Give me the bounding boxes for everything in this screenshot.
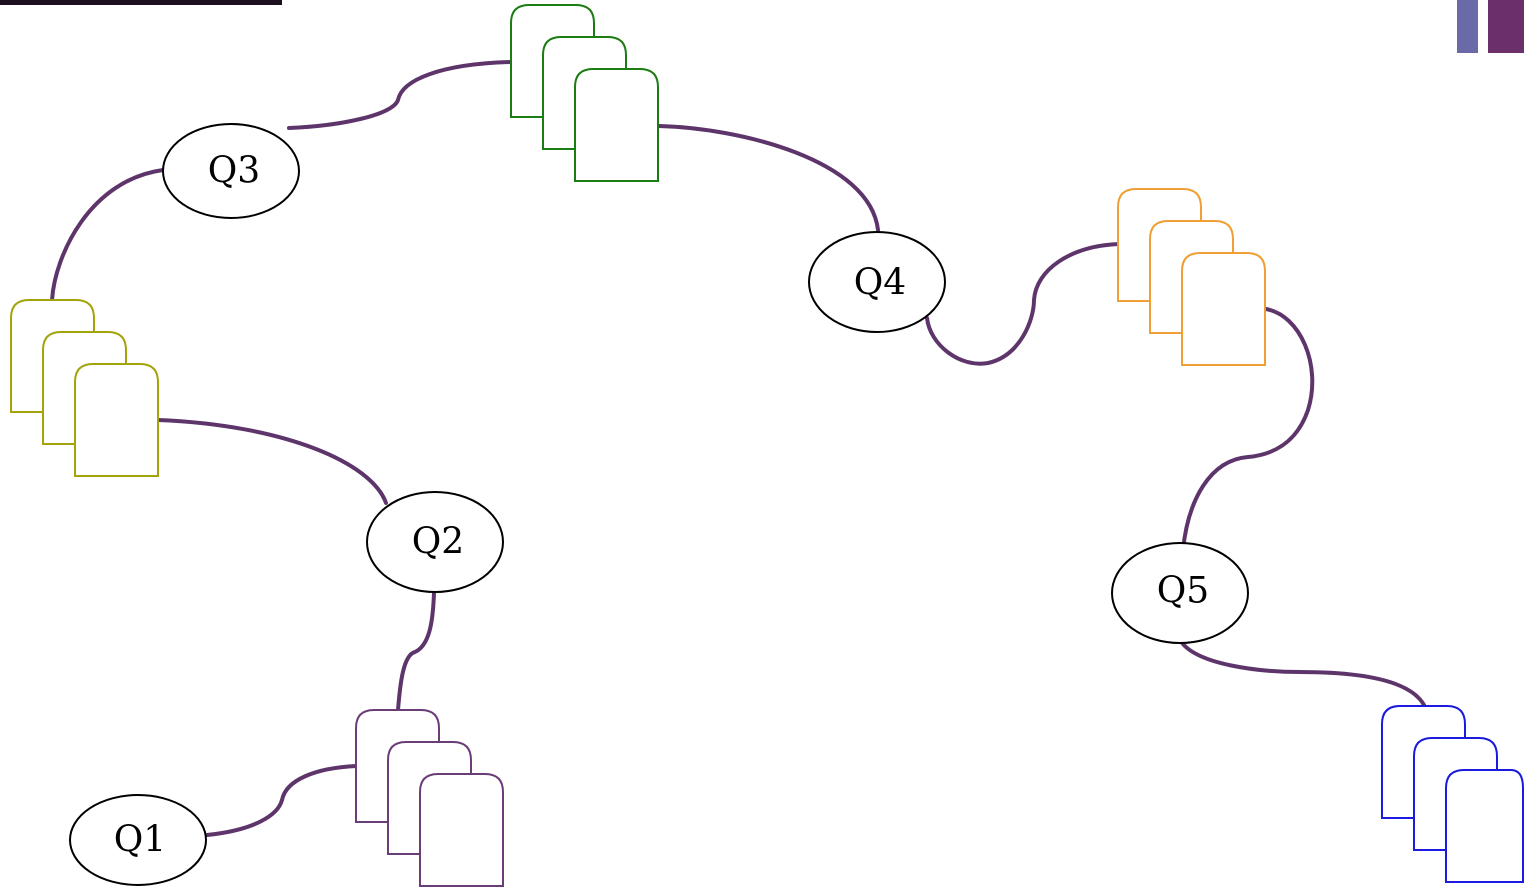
document-icon [419, 773, 504, 887]
node-q1[interactable]: Q1 [69, 794, 207, 886]
connector-q3-to-green-stack [287, 60, 513, 130]
document-stack-yellow-green [10, 299, 159, 477]
connector-q4-to-orange-stack [925, 242, 1121, 366]
node-ellipse [808, 231, 946, 333]
document-icon [574, 68, 659, 182]
accent-block-light [1457, 0, 1478, 53]
node-ellipse [366, 491, 504, 593]
connector-q2-to-yellow-green-stack [156, 418, 388, 505]
node-q3[interactable]: Q3 [162, 123, 300, 219]
connector-purple-stack-to-q2 [396, 591, 436, 712]
node-q5[interactable]: Q5 [1111, 542, 1249, 644]
node-label: Q4 [854, 263, 906, 304]
node-q4[interactable]: Q4 [808, 231, 946, 333]
document-stack-green [510, 4, 659, 182]
connector-green-stack-to-q4 [657, 124, 880, 232]
document-icon [1181, 252, 1266, 366]
accent-block-dark [1488, 0, 1524, 53]
document-stack-blue [1381, 705, 1524, 883]
node-label: Q1 [114, 820, 166, 861]
node-label: Q5 [1157, 571, 1209, 612]
document-stack-orange [1117, 188, 1266, 366]
node-label: Q2 [412, 522, 464, 563]
connector-yellow-green-stack-to-q3 [50, 168, 165, 302]
corner-thumbnail [0, 0, 282, 5]
node-ellipse [162, 123, 300, 219]
node-q2[interactable]: Q2 [366, 491, 504, 593]
connectors [50, 60, 1426, 837]
node-ellipse [69, 794, 207, 886]
document-icon [1445, 769, 1524, 883]
connector-orange-stack-to-q5 [1181, 307, 1315, 552]
node-label: Q3 [208, 151, 260, 192]
document-icon [74, 363, 159, 477]
connector-q5-to-blue-stack [1178, 638, 1426, 707]
node-ellipse [1111, 542, 1249, 644]
connector-q1-to-purple-stack [205, 764, 358, 837]
document-stack-purple [355, 709, 504, 887]
